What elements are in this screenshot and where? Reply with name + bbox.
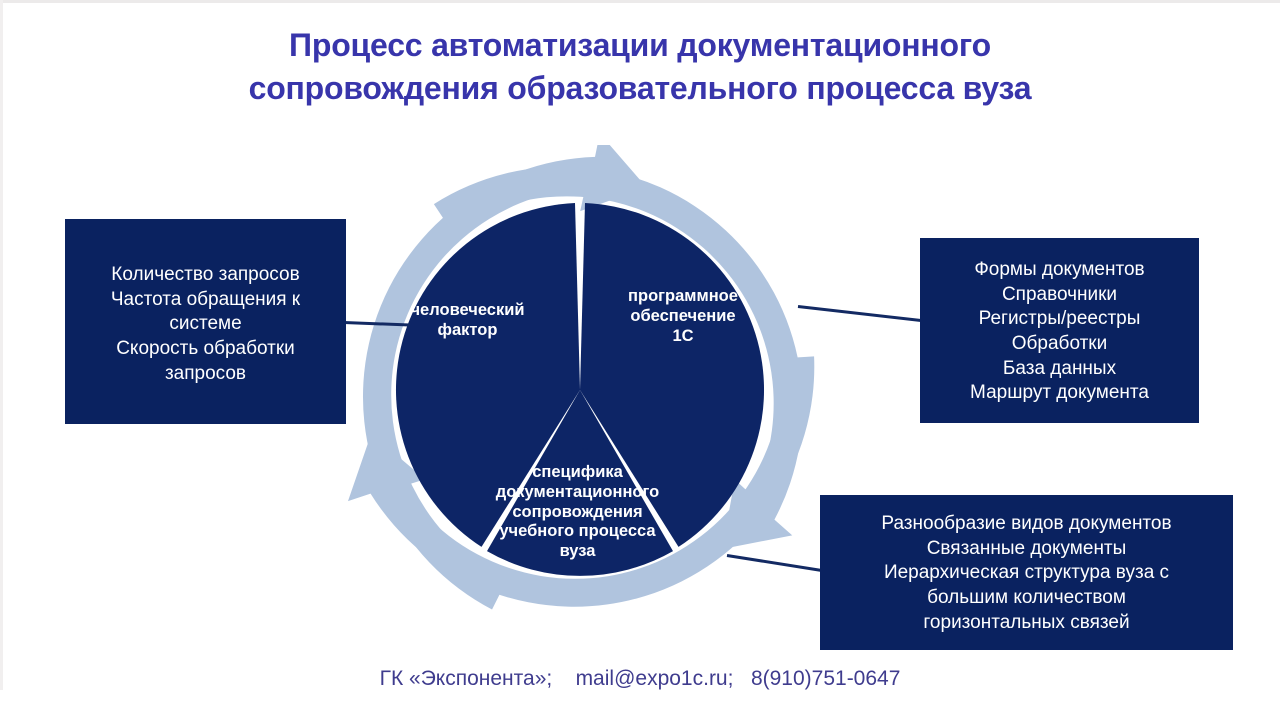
info-line: системе	[169, 313, 242, 335]
cycle-diagram-svg	[347, 145, 815, 610]
info-line: большим количеством	[927, 587, 1126, 609]
segment-software-1c	[580, 203, 765, 547]
info-line: Маршрут документа	[970, 382, 1149, 404]
cycle-diagram: человеческий фактор программное обеспече…	[335, 145, 825, 635]
info-line: Справочники	[1001, 283, 1118, 305]
info-line: База данных	[1002, 357, 1117, 379]
info-line: Количество запросов	[111, 264, 300, 285]
info-line: Частота обращения к	[110, 288, 301, 310]
page-title-line-1: Процесс автоматизации документационного	[289, 27, 991, 63]
info-line: Скорость обработки	[116, 338, 295, 360]
info-line: Иерархическая структура вуза с	[883, 562, 1170, 584]
footer-contact: ГК «Экспонента»; mail@expo1c.ru; 8(910)7…	[379, 667, 901, 690]
ring-arrow-top-icon	[363, 145, 647, 610]
info-line: запросов	[164, 362, 247, 384]
window-left-edge	[0, 0, 3, 690]
info-box-software: Формы документов Справочники Регистры/ре…	[920, 238, 1199, 423]
ring-arrow-bottom-left-icon	[347, 356, 815, 607]
cycle-ring-arrows	[347, 145, 815, 610]
info-line: Регистры/реестры	[978, 308, 1141, 330]
segment-human-factor	[395, 203, 580, 547]
cycle-segments	[395, 203, 765, 576]
info-box-specifics: Разнообразие видов документов Связанные …	[820, 495, 1233, 650]
info-line: Формы документов	[974, 259, 1145, 280]
info-line: Обработки	[1011, 333, 1108, 355]
info-line: Связанные документы	[926, 537, 1127, 559]
window-top-edge	[0, 0, 1280, 3]
info-box-human-factor: Количество запросов Частота обращения к …	[65, 219, 346, 424]
page-title: Процесс автоматизации документационного …	[140, 24, 1140, 109]
info-line: Разнообразие видов документов	[881, 513, 1172, 534]
page-title-line-2: сопровождения образовательного процесса …	[248, 69, 1032, 106]
info-line: горизонтальных связей	[923, 611, 1130, 633]
segment-document-specifics	[487, 390, 673, 576]
